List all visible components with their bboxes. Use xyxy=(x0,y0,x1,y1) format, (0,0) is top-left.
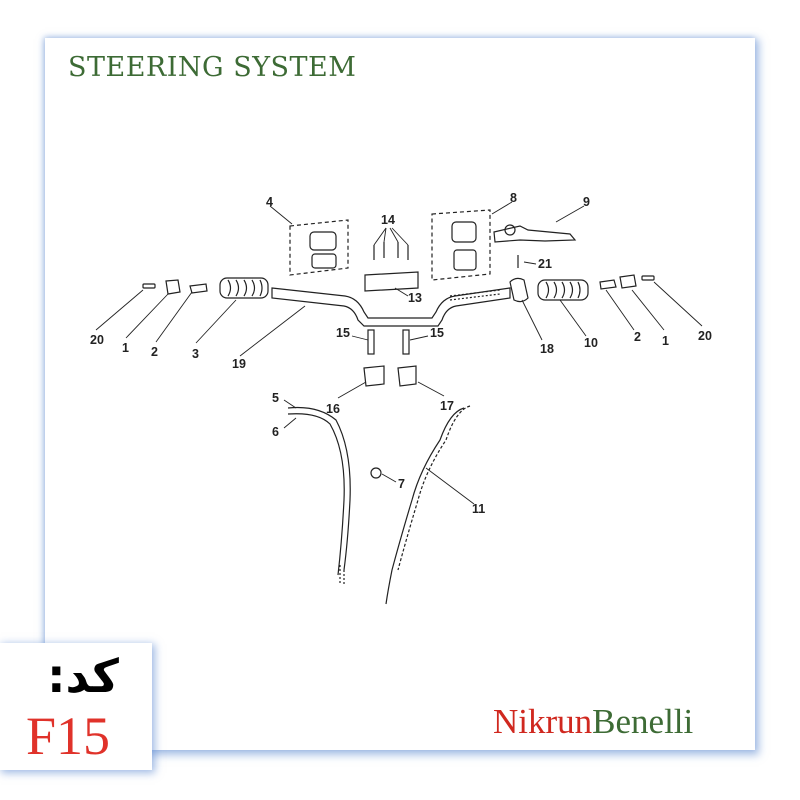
diagram-card xyxy=(45,38,755,750)
callout-13: 13 xyxy=(408,291,422,305)
callout-17: 17 xyxy=(440,399,454,413)
brand-name-part1: Nikrun xyxy=(493,702,593,741)
throttle-cable-1 xyxy=(287,406,351,571)
left-switch-lower xyxy=(311,253,337,269)
callout-15-right: 15 xyxy=(430,326,444,340)
callout-3: 3 xyxy=(192,347,199,361)
bar-end-weight-left xyxy=(165,279,181,295)
throttle-cable-2 xyxy=(287,413,345,576)
code-badge: کد: F15 xyxy=(0,643,152,770)
callout-1-left: 1 xyxy=(122,341,129,355)
callout-20-left: 20 xyxy=(90,333,104,347)
callout-10: 10 xyxy=(584,336,598,350)
brake-hose xyxy=(385,407,465,605)
callout-14: 14 xyxy=(381,213,395,227)
callout-5: 5 xyxy=(272,391,279,405)
right-switch-lower xyxy=(453,249,477,271)
code-value: F15 xyxy=(26,706,111,766)
left-grip xyxy=(219,277,269,299)
riser-left xyxy=(363,365,385,387)
bar-end-insert-right xyxy=(599,279,617,290)
callout-1-right: 1 xyxy=(662,334,669,348)
callout-15-left: 15 xyxy=(336,326,350,340)
callout-21: 21 xyxy=(538,257,552,271)
cable-clip xyxy=(370,467,382,479)
bar-end-screw-right xyxy=(641,275,655,281)
code-label: کد: xyxy=(47,649,119,703)
callout-2-right: 2 xyxy=(634,330,641,344)
switch-box-right-frame xyxy=(431,209,491,281)
callout-9: 9 xyxy=(583,195,590,209)
switch-box-left-frame xyxy=(289,219,349,276)
bar-end-weight-right xyxy=(619,274,637,289)
brake-lever xyxy=(493,225,577,243)
callout-8: 8 xyxy=(510,191,517,205)
callout-7: 7 xyxy=(398,477,405,491)
callout-18: 18 xyxy=(540,342,554,356)
brand-name-part2: Benelli xyxy=(592,702,694,741)
handlebar xyxy=(271,287,511,327)
right-switch-upper xyxy=(451,221,477,243)
brand-logo-text: NikrunBenelli xyxy=(493,702,693,742)
callout-16: 16 xyxy=(326,402,340,416)
callout-2-left: 2 xyxy=(151,345,158,359)
left-switch-upper xyxy=(309,231,337,251)
bar-end-screw-left xyxy=(142,283,156,289)
page-title: STEERING SYSTEM xyxy=(68,52,357,83)
riser-bolt-right xyxy=(402,329,410,355)
callout-6: 6 xyxy=(272,425,279,439)
bar-end-insert-left xyxy=(189,283,208,294)
callout-4: 4 xyxy=(266,195,273,209)
callout-20-right: 20 xyxy=(698,329,712,343)
riser-right xyxy=(397,365,417,387)
riser-bolt-left xyxy=(367,329,375,355)
throttle-housing xyxy=(509,277,529,303)
callout-11: 11 xyxy=(472,502,485,516)
upper-clamp xyxy=(364,271,419,292)
callout-19: 19 xyxy=(232,357,246,371)
right-grip xyxy=(537,279,589,301)
